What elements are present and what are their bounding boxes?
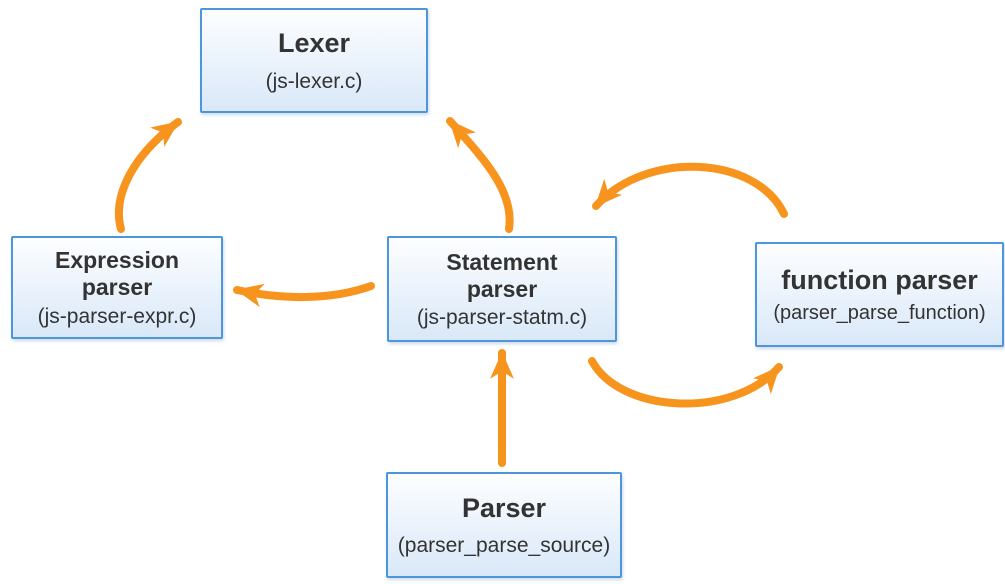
- node-title: Statement parser: [446, 248, 558, 302]
- node-title: Parser: [461, 492, 547, 523]
- node-subtitle: (parser_parse_function): [773, 302, 986, 325]
- arrow-statement-parser-to-expression-parser: [233, 282, 375, 308]
- node-statement-parser: Statement parser (js-parser-statm.c): [387, 236, 617, 342]
- node-title: Expression parser: [55, 247, 179, 301]
- node-subtitle: (js-parser-expr.c): [37, 304, 197, 328]
- node-title: Lexer: [277, 28, 351, 59]
- node-lexer: Lexer (js-lexer.c): [200, 8, 428, 113]
- arrow-function-parser-to-statement-parser: [592, 162, 788, 218]
- node-subtitle: (js-parser-statm.c): [416, 306, 588, 330]
- node-parser: Parser (parser_parse_source): [386, 472, 622, 578]
- node-subtitle: (js-lexer.c): [265, 69, 363, 93]
- arrow-statement-parser-to-lexer: [446, 117, 514, 233]
- arrow-expression-parser-to-lexer: [114, 118, 182, 233]
- node-expression-parser: Expression parser (js-parser-expr.c): [11, 236, 223, 339]
- node-title: function parser: [781, 264, 978, 295]
- node-subtitle: (parser_parse_source): [397, 534, 611, 558]
- node-function-parser: function parser (parser_parse_function): [755, 242, 1004, 347]
- arrow-statement-parser-to-function-parser: [588, 357, 783, 408]
